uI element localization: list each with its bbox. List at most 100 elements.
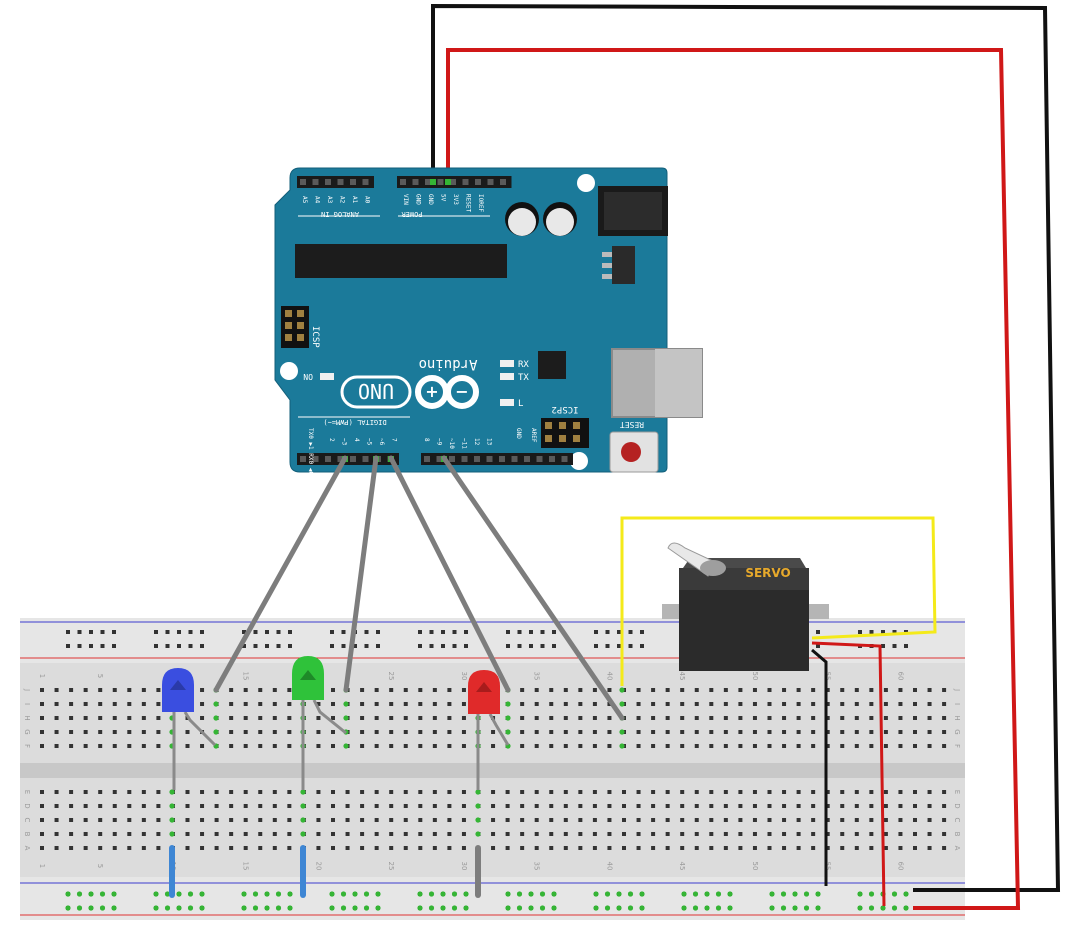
breadboard-hole bbox=[709, 790, 714, 794]
row-letter: I bbox=[953, 703, 961, 705]
breadboard-hole bbox=[723, 716, 728, 720]
rail-hole bbox=[330, 644, 334, 648]
breadboard-hole bbox=[811, 688, 816, 692]
breadboard-hole bbox=[563, 744, 568, 748]
breadboard-hole bbox=[883, 832, 888, 836]
breadboard-hole bbox=[636, 790, 641, 794]
breadboard-hole bbox=[200, 832, 205, 836]
header-pin bbox=[362, 456, 369, 462]
breadboard-hole bbox=[840, 702, 845, 706]
header-pin bbox=[461, 456, 468, 462]
breadboard-hole bbox=[883, 702, 888, 706]
breadboard-hole bbox=[229, 702, 234, 706]
rail-hole bbox=[464, 644, 468, 648]
breadboard-hole bbox=[127, 790, 132, 794]
rail-hole bbox=[154, 630, 158, 634]
breadboard-hole bbox=[665, 716, 670, 720]
atmega-chip bbox=[295, 244, 507, 278]
connected-rail-hole bbox=[153, 891, 159, 897]
breadboard-hole bbox=[54, 818, 59, 822]
breadboard-hole bbox=[156, 688, 161, 692]
rail-hole bbox=[288, 630, 292, 634]
breadboard-hole bbox=[665, 744, 670, 748]
breadboard-hole bbox=[243, 688, 248, 692]
breadboard-hole bbox=[200, 804, 205, 808]
breadboard-hole bbox=[680, 846, 685, 850]
connected-rail-hole bbox=[868, 891, 875, 897]
breadboard-hole bbox=[811, 730, 816, 734]
breadboard-hole bbox=[680, 790, 685, 794]
breadboard-hole bbox=[185, 832, 190, 836]
header-pin bbox=[524, 456, 530, 462]
breadboard-hole bbox=[272, 790, 277, 794]
breadboard-hole bbox=[40, 790, 44, 794]
connected-rail-hole bbox=[428, 905, 435, 911]
breadboard-hole bbox=[782, 846, 787, 850]
breadboard-hole bbox=[403, 818, 408, 822]
breadboard-hole bbox=[738, 804, 743, 808]
breadboard-hole bbox=[83, 744, 88, 748]
header-pin bbox=[350, 179, 356, 185]
breadboard-hole bbox=[534, 730, 539, 734]
column-number: 50 bbox=[751, 862, 759, 871]
breadboard-hole bbox=[752, 744, 757, 748]
breadboard-hole bbox=[83, 790, 88, 794]
power-pin-label: 3V3 bbox=[452, 194, 459, 205]
breadboard-hole bbox=[680, 716, 685, 720]
connected-rail-hole bbox=[880, 905, 886, 911]
breadboard-hole bbox=[694, 716, 699, 720]
breadboard-hole bbox=[840, 818, 845, 822]
breadboard-hole bbox=[767, 818, 772, 822]
breadboard-hole bbox=[316, 702, 321, 706]
breadboard-hole bbox=[782, 716, 787, 720]
breadboard-hole bbox=[461, 716, 466, 720]
breadboard-hole bbox=[825, 832, 830, 836]
breadboard-hole bbox=[98, 818, 103, 822]
column-number: 1 bbox=[38, 674, 46, 678]
header-pin bbox=[312, 456, 319, 462]
connected-rail-hole bbox=[187, 891, 194, 897]
breadboard-hole bbox=[578, 790, 583, 794]
digital-pin-label: ~9 bbox=[436, 438, 443, 446]
connected-hole bbox=[475, 803, 481, 809]
breadboard-hole bbox=[636, 716, 641, 720]
breadboard-hole bbox=[141, 702, 146, 706]
breadboard-hole bbox=[258, 790, 263, 794]
digital-pin-label: ~6 bbox=[378, 438, 385, 446]
breadboard-hole bbox=[331, 744, 335, 748]
power-pin-label: GND bbox=[415, 194, 422, 205]
column-number: 60 bbox=[896, 672, 904, 681]
breadboard-hole bbox=[403, 790, 408, 794]
header-pin bbox=[350, 456, 356, 462]
breadboard-hole bbox=[883, 846, 888, 850]
breadboard-hole bbox=[782, 832, 787, 836]
connected-rail-hole bbox=[65, 905, 71, 911]
breadboard-hole bbox=[680, 804, 685, 808]
usb-port-face bbox=[655, 349, 702, 417]
connected-rail-hole bbox=[516, 905, 523, 911]
breadboard-hole bbox=[680, 688, 685, 692]
breadboard-hole bbox=[549, 730, 554, 734]
breadboard-hole bbox=[840, 790, 845, 794]
connected-rail-hole bbox=[451, 891, 458, 897]
breadboard-hole bbox=[767, 790, 772, 794]
digital-pin-label: 2 bbox=[328, 438, 335, 442]
breadboard-hole bbox=[461, 688, 466, 692]
row-letter: J bbox=[23, 688, 31, 691]
row-letter: E bbox=[953, 790, 961, 794]
connected-rail-hole bbox=[692, 905, 699, 911]
rail-hole bbox=[464, 630, 468, 634]
breadboard-hole bbox=[432, 846, 437, 850]
rail-hole bbox=[552, 630, 556, 634]
digital-pin-label: ~3 bbox=[341, 438, 348, 446]
breadboard-hole bbox=[913, 818, 917, 822]
breadboard-hole bbox=[883, 688, 888, 692]
breadboard-hole bbox=[592, 688, 597, 692]
connected-rail-hole bbox=[176, 891, 182, 897]
breadboard-hole bbox=[898, 846, 903, 850]
breadboard-hole bbox=[432, 744, 437, 748]
gnd-label: GND bbox=[515, 428, 522, 439]
breadboard-hole bbox=[345, 818, 350, 822]
reset-button[interactable] bbox=[621, 442, 641, 462]
led-green-anode bbox=[312, 699, 347, 735]
